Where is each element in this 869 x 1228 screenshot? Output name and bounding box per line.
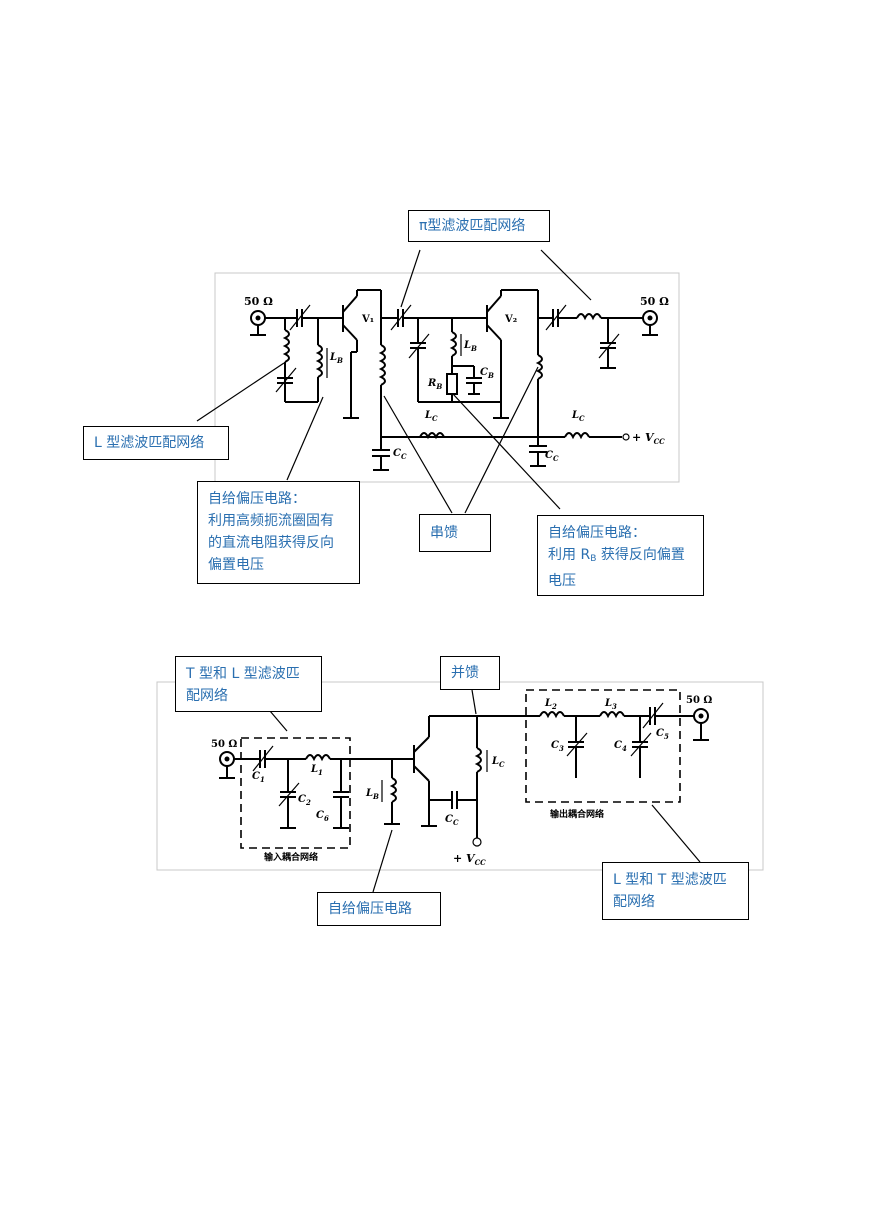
svg-text:L3: L3 (604, 698, 617, 711)
lc-choke-1 (419, 432, 445, 440)
input-network-box (240, 737, 351, 849)
output-network-box (525, 689, 681, 803)
svg-text:C6: C6 (316, 810, 329, 823)
output-series-inductor-1 (576, 313, 602, 321)
svg-text:50 Ω: 50 Ω (244, 295, 273, 308)
callout-lt-filter-line-1: L 型和 T 型滤波匹 (613, 872, 727, 888)
input-port-1: 50 Ω (244, 295, 273, 336)
svg-text:LB: LB (463, 340, 477, 353)
svg-text:C1: C1 (252, 771, 265, 784)
callout-pi-filter-text: π型滤波匹配网络 (419, 218, 526, 234)
series-feed-choke-2 (535, 354, 543, 380)
svg-text:50 Ω: 50 Ω (686, 695, 712, 706)
svg-text:CC: CC (545, 450, 559, 463)
callout-self-bias-2-line-2: 利用 RB 获得反向偏置 (548, 547, 685, 564)
svg-text:LC: LC (571, 410, 585, 423)
callout-tl-filter-line-1: T 型和 L 型滤波匹 (186, 666, 300, 682)
callout-series-feed-text: 串馈 (430, 525, 458, 541)
svg-text:C5: C5 (656, 728, 669, 741)
callout-self-bias-3: 自给偏压电路 (317, 892, 441, 926)
lb-choke-1 (315, 344, 323, 378)
callout-self-bias-2-line-1: 自给偏压电路： (548, 525, 646, 541)
leaders-2 (269, 689, 701, 893)
transistor-v2: V₂ (486, 290, 517, 419)
svg-text:CC: CC (393, 448, 407, 461)
callout-lt-filter-line-2: 配网络 (613, 894, 655, 910)
svg-text:输出耦合网络: 输出耦合网络 (550, 808, 604, 820)
callout-series-feed: 串馈 (419, 514, 491, 552)
svg-text:CB: CB (480, 367, 494, 380)
callout-l-filter: L 型滤波匹配网络 (83, 426, 229, 460)
transistor-v1: V₁ (342, 290, 374, 419)
transistor-2 (413, 716, 437, 827)
svg-text:C4: C4 (614, 740, 627, 753)
callout-pi-filter: π型滤波匹配网络 (408, 210, 550, 242)
svg-text:50 Ω: 50 Ω (640, 295, 669, 308)
callout-self-bias-1-line-2: 利用高频扼流圈固有 (208, 513, 334, 529)
svg-text:+ VCC: + VCC (453, 852, 486, 867)
l3-inductor (599, 711, 625, 719)
svg-text:+ VCC: + VCC (632, 431, 665, 446)
callout-self-bias-1-line-3: 的直流电阻获得反向 (208, 535, 334, 551)
callout-parallel-feed-text: 并馈 (451, 665, 479, 681)
shunt-var-cap-1 (275, 367, 297, 393)
svg-text:L1: L1 (310, 764, 323, 777)
vcc-terminal-2 (472, 837, 482, 847)
callout-self-bias-1-line-4: 偏置电压 (208, 557, 264, 573)
lb-choke-3 (389, 777, 397, 803)
callout-tl-filter-line-2: 配网络 (186, 688, 228, 704)
svg-text:LC: LC (424, 410, 438, 423)
series-feed-choke-1 (378, 344, 386, 386)
leaders-1 (196, 249, 592, 514)
svg-text:LB: LB (329, 352, 343, 365)
svg-text:L2: L2 (544, 698, 557, 711)
circuit-2-frame (156, 681, 764, 871)
shunt-inductor-1 (282, 329, 290, 363)
output-port-2: 50 Ω (686, 695, 712, 741)
svg-text:C3: C3 (551, 740, 564, 753)
lc-choke-3 (474, 747, 482, 773)
l2-inductor (539, 711, 565, 719)
lb-choke-2 (449, 331, 457, 357)
svg-text:50 Ω: 50 Ω (211, 739, 237, 750)
svg-text:LC: LC (491, 756, 505, 769)
callout-lt-filter: L 型和 T 型滤波匹 配网络 (602, 862, 749, 920)
callout-self-bias-1-line-1: 自给偏压电路： (208, 491, 306, 507)
callout-self-bias-2: 自给偏压电路： 利用 RB 获得反向偏置 电压 (537, 515, 704, 596)
svg-text:输入耦合网络: 输入耦合网络 (264, 851, 318, 863)
svg-text:V₂: V₂ (504, 314, 517, 325)
lc-choke-2 (564, 432, 590, 440)
callout-self-bias-2-line-3: 电压 (548, 573, 576, 589)
svg-text:C2: C2 (298, 794, 311, 807)
svg-text:RB: RB (427, 378, 442, 391)
svg-text:V₁: V₁ (361, 314, 374, 325)
callout-tl-filter: T 型和 L 型滤波匹 配网络 (175, 656, 322, 712)
svg-text:LB: LB (365, 788, 379, 801)
vcc-terminal-1 (622, 433, 630, 441)
callout-self-bias-3-text: 自给偏压电路 (328, 901, 412, 917)
callout-l-filter-text: L 型滤波匹配网络 (94, 435, 205, 451)
circuit-2: 输入耦合网络 50 Ω C1 L1 C2 C6 (156, 681, 764, 871)
output-port-1: 50 Ω (640, 295, 669, 336)
circuit-1: 50 Ω LB (214, 272, 680, 483)
callout-parallel-feed: 并馈 (440, 656, 500, 690)
svg-text:CC: CC (445, 814, 459, 827)
l1-inductor (305, 754, 331, 762)
callout-self-bias-1: 自给偏压电路： 利用高频扼流圈固有 的直流电阻获得反向 偏置电压 (197, 481, 360, 584)
